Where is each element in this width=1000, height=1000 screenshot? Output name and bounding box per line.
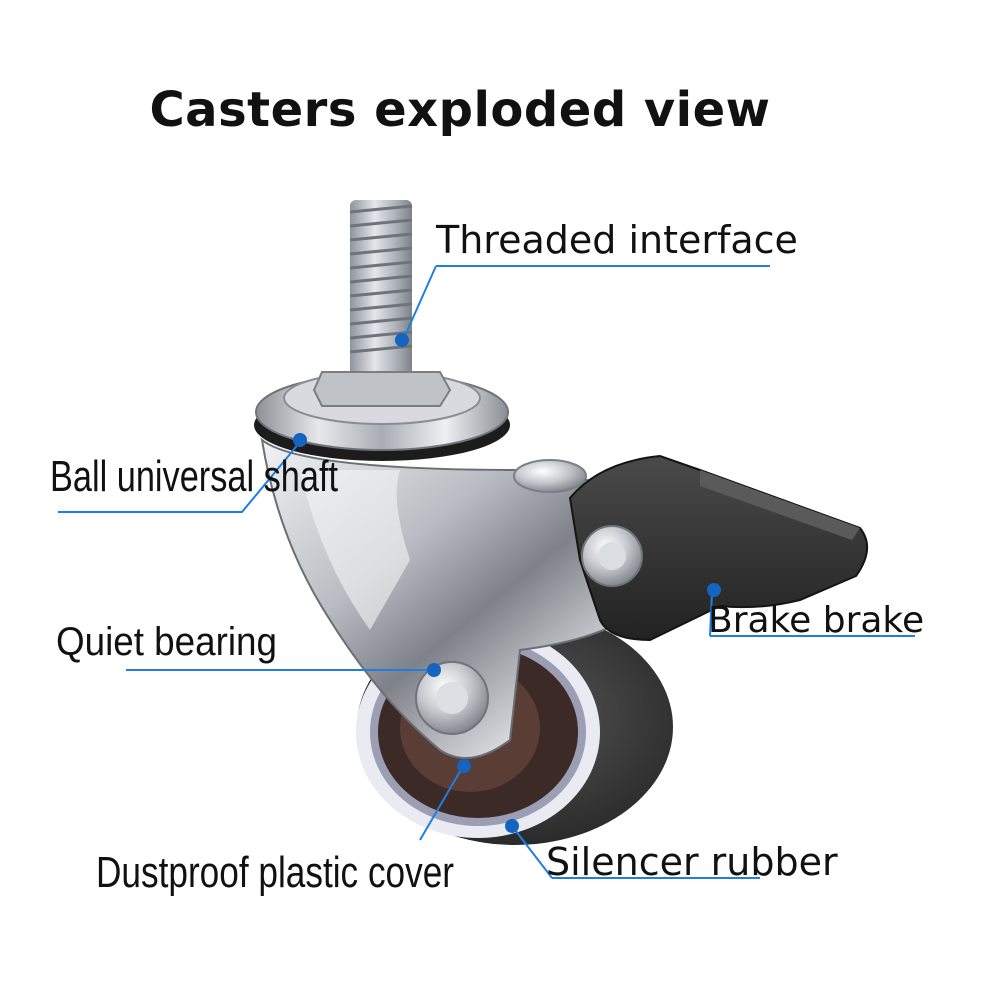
label-quiet-bearing: Quiet bearing: [56, 620, 277, 664]
label-brake-brake: Brake brake: [708, 600, 925, 641]
leader-ball-universal-shaft: [58, 441, 301, 513]
brake-rivet: [581, 525, 643, 587]
marker-brake-brake: [707, 583, 721, 597]
marker-dustproof-plastic-cover: [457, 759, 471, 773]
marker-quiet-bearing: [427, 663, 441, 677]
fork-body: [260, 437, 652, 759]
marker-silencer-rubber: [505, 819, 519, 833]
leader-dustproof-plastic-cover: [419, 767, 463, 841]
leader-threaded-interface: [403, 265, 770, 339]
label-threaded-interface: Threaded interface: [436, 218, 798, 262]
brake-pedal: [568, 454, 868, 642]
threaded-stem: [312, 200, 452, 407]
page-title: Casters exploded view: [149, 82, 771, 138]
marker-ball-universal-shaft: [293, 433, 307, 447]
label-dustproof-plastic-cover: Dustproof plastic cover: [96, 848, 455, 897]
label-silencer-rubber: Silencer rubber: [546, 840, 838, 884]
marker-threaded-interface: [395, 333, 409, 347]
leader-brake-brake: [709, 591, 915, 637]
label-ball-universal-shaft: Ball universal shaft: [50, 452, 339, 501]
axle-rivet: [415, 661, 489, 735]
leader-silencer-rubber: [511, 825, 760, 879]
